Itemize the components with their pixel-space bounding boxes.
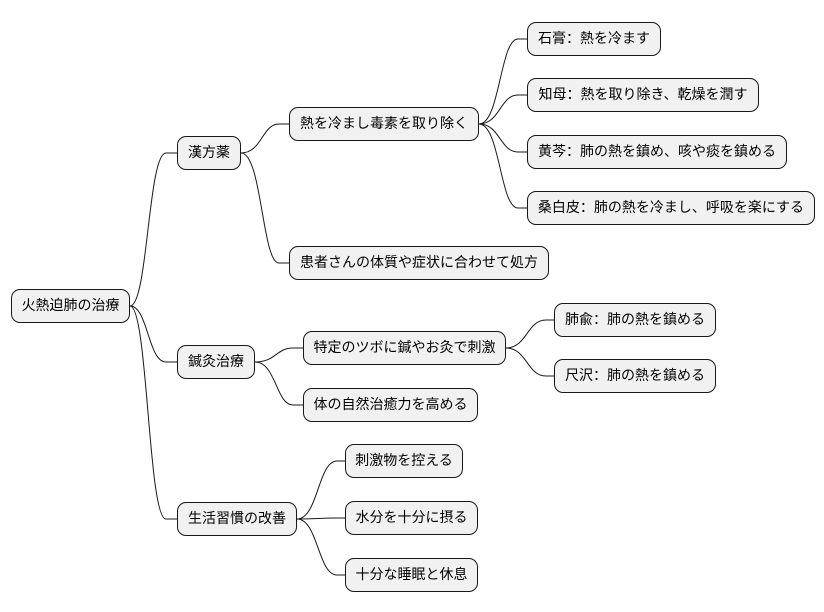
- edge-root-kampo: [129, 152, 177, 307]
- edge-detox-herb-3: [478, 123, 527, 153]
- branch-kampo-node: 漢方薬: [177, 136, 241, 170]
- edge-stimulate-point-2: [505, 347, 554, 377]
- edge-kampo-prescribe: [240, 152, 289, 264]
- edge-detox-herb-1: [478, 38, 527, 125]
- kampo-prescribe-node: 患者さんの体質や症状に合わせて処方: [289, 246, 549, 280]
- edge-life-1: [296, 460, 345, 520]
- acupoint-feishu-node: 肺兪：肺の熱を鎮める: [554, 303, 716, 337]
- life-avoid-stimulants-node: 刺激物を控える: [345, 444, 463, 478]
- edge-acu-healing: [254, 361, 303, 406]
- edge-detox-herb-2: [478, 94, 527, 125]
- mindmap-root-node: 火熱迫肺の治療: [11, 289, 130, 323]
- herb-mulberry-bark-node: 桑白皮：肺の熱を冷まし、呼吸を楽にする: [527, 191, 815, 225]
- branch-acupuncture-node: 鍼灸治療: [177, 345, 255, 379]
- edge-life-3: [296, 518, 345, 576]
- edge-root-lifestyle: [129, 305, 177, 520]
- edge-acu-stimulate: [254, 347, 303, 363]
- branch-lifestyle-node: 生活習慣の改善: [177, 502, 297, 536]
- life-hydration-node: 水分を十分に摂る: [345, 501, 478, 535]
- edge-root-acupuncture: [129, 305, 177, 363]
- acupoint-chize-node: 尺沢：肺の熱を鎮める: [554, 359, 716, 393]
- herb-gypsum-node: 石膏：熱を冷ます: [527, 22, 661, 56]
- herb-anemarrhena-node: 知母：熱を取り除き、乾燥を潤す: [527, 78, 759, 112]
- herb-scutellaria-node: 黄芩：肺の熱を鎮め、咳や痰を鎮める: [527, 135, 787, 169]
- life-sleep-rest-node: 十分な睡眠と休息: [345, 558, 478, 592]
- kampo-detox-node: 熱を冷まし毒素を取り除く: [289, 107, 479, 141]
- edge-life-2: [296, 517, 345, 520]
- edge-stimulate-point-1: [505, 319, 554, 349]
- acu-healing-node: 体の自然治癒力を高める: [303, 388, 478, 422]
- edge-kampo-detox: [240, 123, 289, 154]
- acu-stimulate-node: 特定のツボに鍼やお灸で刺激: [303, 331, 506, 365]
- edge-detox-herb-4: [478, 123, 527, 209]
